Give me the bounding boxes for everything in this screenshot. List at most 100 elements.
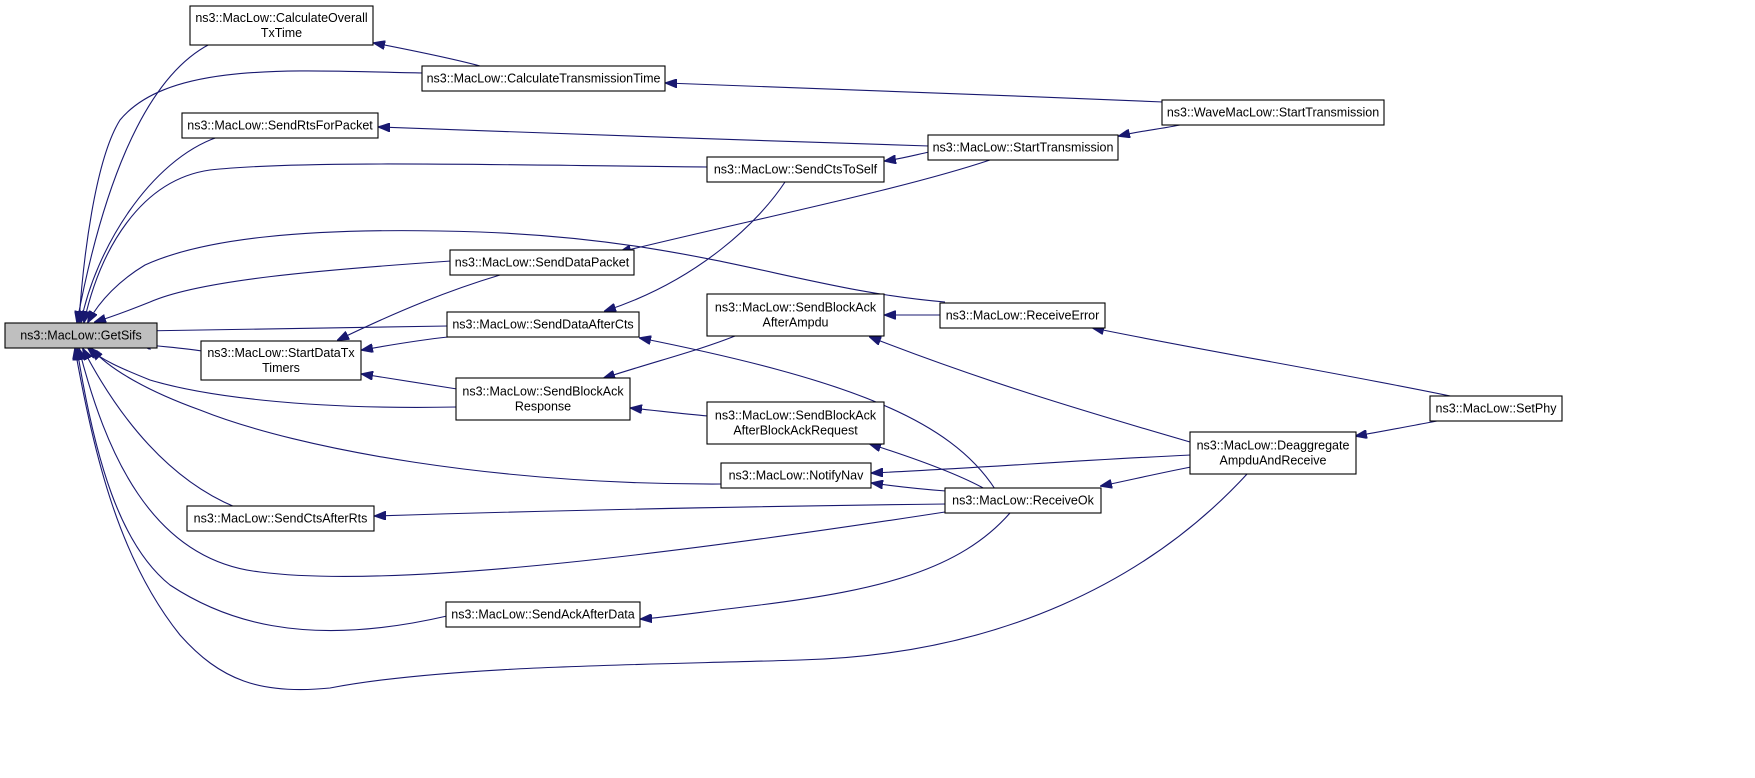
- node-label: ns3::MacLow::SendCtsAfterRts: [194, 512, 368, 526]
- node-box: [944, 487, 1102, 514]
- node-label: TxTime: [261, 26, 302, 40]
- node-label: ns3::MacLow::SetPhy: [1436, 402, 1558, 416]
- edge-wavestart-to-calctrans: [666, 83, 1164, 103]
- edge-sendackafterdata-to-getsifs: [77, 349, 448, 631]
- node-label: ns3::MacLow::CalculateTransmissionTime: [427, 72, 661, 86]
- node-box: [939, 302, 1106, 329]
- edge-receiveok-to-sendctsafterrts: [375, 503, 947, 516]
- node-box: [927, 134, 1119, 161]
- node-box: [4, 322, 158, 349]
- node-label: ns3::MacLow::GetSifs: [20, 329, 142, 343]
- node-starttrans[interactable]: ns3::MacLow::StartTransmission: [927, 134, 1119, 161]
- edge-receiveok-to-notifynav: [872, 483, 947, 492]
- edge-calcoverall-to-getsifs: [77, 43, 211, 322]
- edge-receiveok-to-sendbabar: [870, 444, 986, 490]
- edge-calctrans-to-getsifs: [79, 70, 424, 322]
- edge-sendctstoself-to-senddataaftercts: [605, 181, 786, 311]
- edge-deaggregate-to-notifynav: [872, 454, 1192, 473]
- node-wavestart[interactable]: ns3::WaveMacLow::StartTransmission: [1161, 99, 1385, 126]
- node-label: ns3::MacLow::StartTransmission: [933, 141, 1114, 155]
- node-sendctstoself[interactable]: ns3::MacLow::SendCtsToSelf: [706, 156, 885, 183]
- node-label: ns3::MacLow::SendDataAfterCts: [452, 318, 633, 332]
- node-senddataaftercts[interactable]: ns3::MacLow::SendDataAfterCts: [446, 311, 640, 338]
- node-label: ns3::MacLow::SendBlockAck: [715, 301, 877, 315]
- edge-sendctstoself-to-getsifs: [84, 163, 709, 322]
- node-box: [720, 462, 872, 489]
- node-sendrts[interactable]: ns3::MacLow::SendRtsForPacket: [181, 112, 379, 139]
- edge-receiveok-to-sendackafterdata: [641, 512, 1011, 619]
- node-label: ns3::MacLow::SendCtsToSelf: [714, 163, 878, 177]
- edge-starttrans-to-senddatapacket: [620, 159, 991, 252]
- edge-receiveerror-to-getsifs: [88, 230, 946, 322]
- edge-deaggregate-to-receiveok: [1101, 466, 1192, 486]
- node-box: [706, 401, 885, 445]
- edge-sendbaresp-to-getsifs: [88, 348, 458, 408]
- node-box: [189, 5, 374, 46]
- node-label: ns3::MacLow::StartDataTx: [207, 346, 355, 360]
- edge-receiveok-to-getsifs: [79, 349, 959, 577]
- edge-starttrans-to-sendrts: [379, 127, 930, 147]
- node-label: ns3::MacLow::SendAckAfterData: [451, 608, 634, 622]
- node-box: [1161, 99, 1385, 126]
- node-box: [455, 377, 631, 421]
- node-label: ns3::MacLow::ReceiveOk: [952, 494, 1094, 508]
- edge-sendctsafterrts-to-getsifs: [83, 349, 236, 508]
- edges-layer: [75, 43, 1456, 691]
- node-label: ns3::MacLow::SendRtsForPacket: [187, 119, 373, 133]
- edge-senddataaftercts-to-startdatatx: [362, 336, 449, 350]
- edge-sendbaampdu-to-sendbaresp: [604, 335, 736, 378]
- node-box: [1189, 431, 1357, 475]
- node-getsifs[interactable]: ns3::MacLow::GetSifs: [4, 322, 158, 349]
- nodes-layer: ns3::MacLow::GetSifs ns3::MacLow::Calcula…: [4, 5, 1563, 628]
- node-receiveok[interactable]: ns3::MacLow::ReceiveOk: [944, 487, 1102, 514]
- node-sendbabar[interactable]: ns3::MacLow::SendBlockAckAfterBlockAckRe…: [706, 401, 885, 445]
- node-box: [446, 311, 640, 338]
- node-receiveerror[interactable]: ns3::MacLow::ReceiveError: [939, 302, 1106, 329]
- node-senddatapacket[interactable]: ns3::MacLow::SendDataPacket: [449, 249, 635, 276]
- node-label: ns3::MacLow::CalculateOverall: [195, 11, 367, 25]
- node-label: Timers: [262, 361, 300, 375]
- edge-deaggregate-to-getsifs: [75, 349, 1249, 691]
- node-label: ns3::WaveMacLow::StartTransmission: [1167, 106, 1379, 120]
- node-label: ns3::MacLow::NotifyNav: [729, 469, 865, 483]
- node-box: [181, 112, 379, 139]
- edge-starttrans-to-sendctstoself: [885, 151, 930, 161]
- edge-sendbabar-to-sendbaresp: [631, 408, 709, 417]
- node-sendackafterdata[interactable]: ns3::MacLow::SendAckAfterData: [445, 601, 641, 628]
- node-notifynav[interactable]: ns3::MacLow::NotifyNav: [720, 462, 872, 489]
- node-label: ns3::MacLow::Deaggregate: [1197, 439, 1350, 453]
- edge-sendbaresp-to-startdatatx: [362, 374, 458, 390]
- node-setphy[interactable]: ns3::MacLow::SetPhy: [1429, 395, 1563, 422]
- node-calctrans[interactable]: ns3::MacLow::CalculateTransmissionTime: [421, 65, 666, 92]
- node-box: [449, 249, 635, 276]
- node-box: [706, 293, 885, 337]
- node-label: AmpduAndReceive: [1219, 454, 1326, 468]
- node-box: [186, 505, 375, 532]
- node-sendctsafterrts[interactable]: ns3::MacLow::SendCtsAfterRts: [186, 505, 375, 532]
- edge-sendrts-to-getsifs: [81, 136, 219, 322]
- edge-senddataaftercts-to-getsifs: [140, 325, 449, 331]
- node-label: AfterAmpdu: [762, 316, 828, 330]
- edge-wavestart-to-starttrans: [1119, 124, 1181, 136]
- node-label: ns3::MacLow::SendBlockAck: [715, 409, 877, 423]
- node-label: ns3::MacLow::ReceiveError: [946, 309, 1100, 323]
- edge-setphy-to-deaggregate: [1356, 420, 1438, 436]
- node-box: [421, 65, 666, 92]
- edge-notifynav-to-getsifs: [92, 349, 723, 485]
- edge-senddatapacket-to-startdatatx: [338, 274, 501, 340]
- node-box: [706, 156, 885, 183]
- node-box: [200, 340, 362, 381]
- node-label: ns3::MacLow::SendDataPacket: [455, 256, 630, 270]
- node-label: ns3::MacLow::SendBlockAck: [462, 385, 624, 399]
- node-box: [1429, 395, 1563, 422]
- edge-deaggregate-to-sendbaampdu: [870, 337, 1191, 443]
- edge-setphy-to-receiveerror: [1093, 328, 1456, 398]
- node-box: [445, 601, 641, 628]
- node-label: Response: [515, 400, 571, 414]
